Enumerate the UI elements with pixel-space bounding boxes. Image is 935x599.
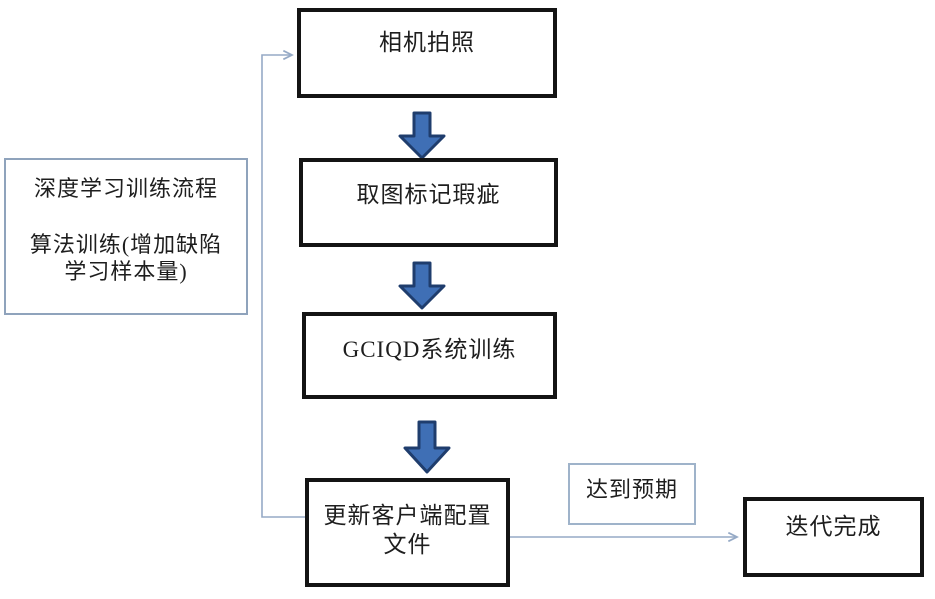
node-iteration-done-label: 迭代完成	[785, 514, 882, 539]
node-iteration-done: 迭代完成	[743, 497, 924, 577]
side-note-box: 深度学习训练流程 算法训练(增加缺陷 学习样本量)	[4, 158, 248, 315]
down-block-arrow-3	[403, 420, 451, 474]
side-note-line2: 算法训练(增加缺陷	[29, 231, 223, 257]
edge-label-expectation-text: 达到预期	[585, 477, 678, 502]
side-note-line1: 深度学习训练流程	[33, 176, 218, 201]
node-system-training: GCIQD系统训练	[302, 312, 557, 399]
down-block-arrow-1	[398, 111, 446, 160]
node-system-training-label: GCIQD系统训练	[342, 337, 517, 362]
node-camera-capture-label: 相机拍照	[379, 30, 475, 55]
node-mark-defects: 取图标记瑕疵	[299, 158, 558, 247]
node-camera-capture: 相机拍照	[297, 8, 557, 98]
node-mark-defects-label: 取图标记瑕疵	[356, 182, 501, 207]
feedback-connector-line	[261, 49, 305, 518]
down-block-arrow-2	[398, 261, 446, 310]
edge-label-expectation: 达到预期	[568, 463, 696, 525]
side-note-line3: 学习样本量)	[64, 259, 188, 284]
node-update-config: 更新客户端配置文件	[305, 478, 510, 587]
node-update-config-label: 更新客户端配置文件	[323, 503, 492, 557]
